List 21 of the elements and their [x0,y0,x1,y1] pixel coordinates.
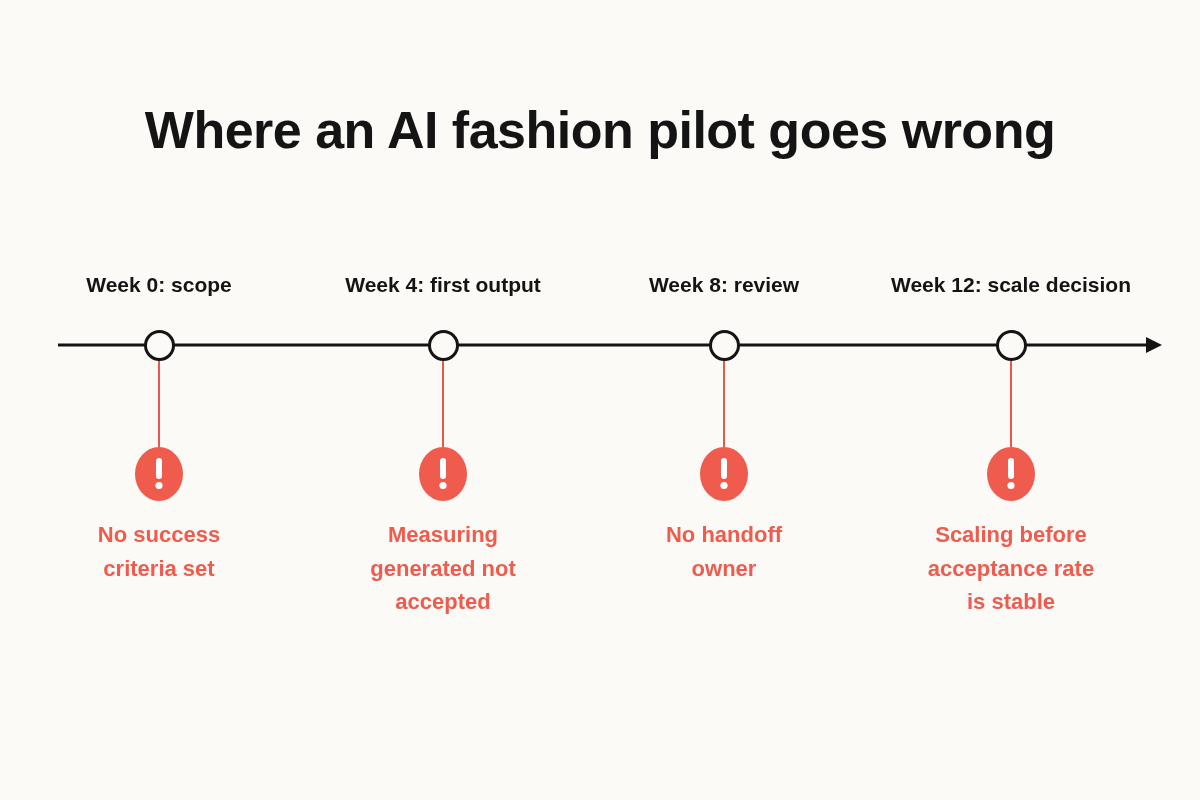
milestone-circle [143,329,175,361]
warning-icon [419,447,467,501]
warning-text: Scaling before acceptance rate is stable [927,521,1095,616]
milestone-label: Week 8: review [648,272,800,298]
leader-line [158,359,160,448]
leader-line [723,359,725,448]
warning-icon [700,447,748,501]
milestone-circle [995,329,1027,361]
leader-line [1010,359,1012,448]
milestone-label: Week 4: first output [344,272,542,298]
warning-icon [987,447,1035,501]
milestone-label: Week 12: scale decision [890,272,1132,298]
leader-line [442,359,444,448]
milestone-label: Week 0: scope [85,272,233,298]
warning-text: No handoff owner [665,521,783,583]
warning-text: Measuring generated not accepted [369,521,517,616]
title: Where an AI fashion pilot goes wrong [144,100,1056,160]
warning-icon [135,447,183,501]
warning-text: No success criteria set [97,521,221,583]
milestone-circle [708,329,740,361]
milestone-circle [427,329,459,361]
